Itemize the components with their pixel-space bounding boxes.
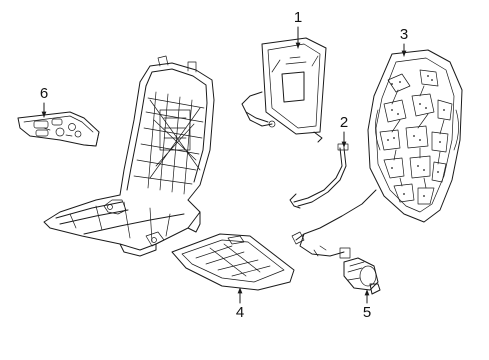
callout-1: 1	[294, 9, 302, 49]
callout-6: 6	[40, 85, 48, 118]
seat-back-frame	[43, 55, 215, 257]
callout-2: 2	[340, 114, 348, 148]
callout-5: 5	[363, 289, 371, 321]
callout-label-5: 5	[363, 304, 371, 321]
motor-unit	[343, 257, 381, 295]
callout-label-1: 1	[294, 9, 302, 26]
callout-label-4: 4	[236, 304, 244, 321]
callout-label-2: 2	[340, 114, 348, 131]
callout-4: 4	[236, 287, 244, 321]
callout-3: 3	[400, 26, 408, 57]
callout-label-3: 3	[400, 26, 408, 43]
seat-back-panel	[241, 37, 327, 143]
seat-back-cushion	[291, 49, 463, 259]
callout-label-6: 6	[40, 85, 48, 102]
seat-switch-panel	[17, 111, 100, 147]
seat-cushion-heater	[171, 233, 295, 291]
wire-harness	[289, 143, 349, 209]
